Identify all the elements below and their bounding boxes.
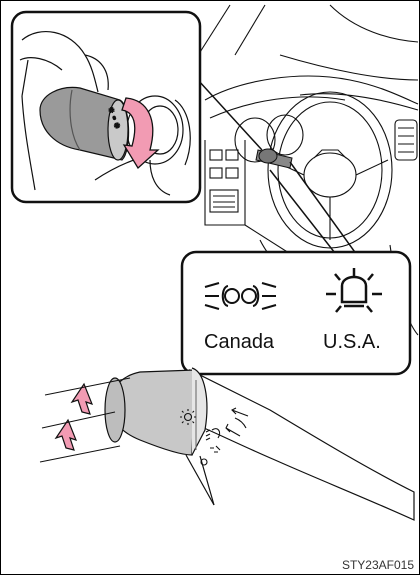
canada-label: Canada bbox=[204, 331, 274, 354]
combination-switch-lever bbox=[105, 368, 414, 520]
legend-box bbox=[182, 252, 410, 374]
usa-label: U.S.A. bbox=[323, 331, 381, 354]
twist-up-arrows bbox=[56, 384, 92, 450]
dashboard-lever bbox=[256, 149, 292, 168]
figure-code: STY23AF015 bbox=[342, 558, 414, 572]
callout-leader-lines bbox=[198, 80, 362, 262]
